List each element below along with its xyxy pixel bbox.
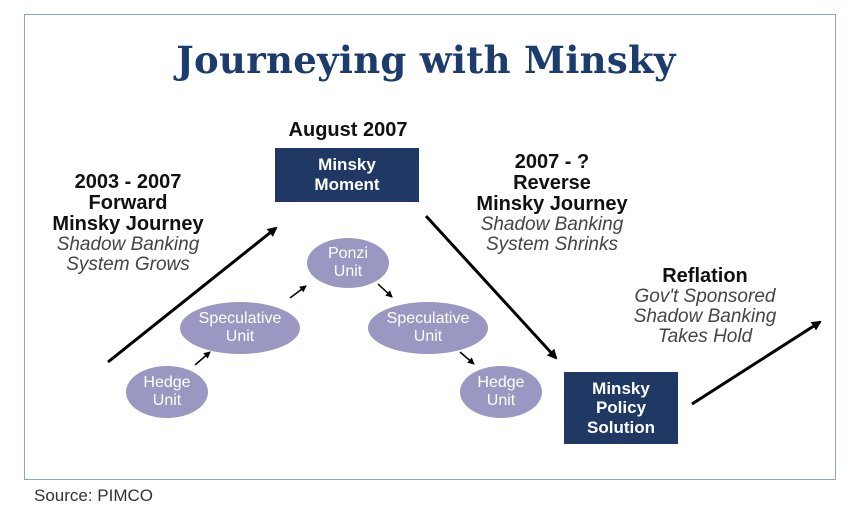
minsky-moment-box: Minsky Moment xyxy=(275,148,419,202)
hedge-unit-right-ellipse: Hedge Unit xyxy=(460,366,542,418)
speculative-unit-right-ellipse: Speculative Unit xyxy=(368,302,488,354)
source-note: Source: PIMCO xyxy=(34,486,154,505)
diagram-title: Journeying with Minsky xyxy=(176,38,676,82)
minsky-policy-solution-box: Minsky Policy Solution xyxy=(564,372,678,444)
ponzi-to-speculative-arrow xyxy=(377,283,393,298)
reflation-label: Reflation Gov't Sponsored Shadow Banking… xyxy=(633,265,777,347)
reverse-journey-label: 2007 - ? Reverse Minsky Journey Shadow B… xyxy=(476,151,628,255)
forward-journey-label: 2003 - 2007 Forward Minsky Journey Shado… xyxy=(52,171,204,275)
speculative-to-hedge-arrow xyxy=(459,351,475,365)
hedge-unit-left-ellipse: Hedge Unit xyxy=(126,366,208,418)
reflation-arrow xyxy=(691,320,822,406)
august-2007-label: August 2007 xyxy=(288,119,408,141)
forward-journey-arrow xyxy=(107,226,278,364)
hedge-to-speculative-arrow xyxy=(194,351,211,366)
ponzi-unit-ellipse: Ponzi Unit xyxy=(307,238,389,288)
speculative-to-ponzi-arrow xyxy=(289,285,307,299)
speculative-unit-left-ellipse: Speculative Unit xyxy=(180,302,300,354)
reverse-journey-arrow xyxy=(424,214,558,360)
